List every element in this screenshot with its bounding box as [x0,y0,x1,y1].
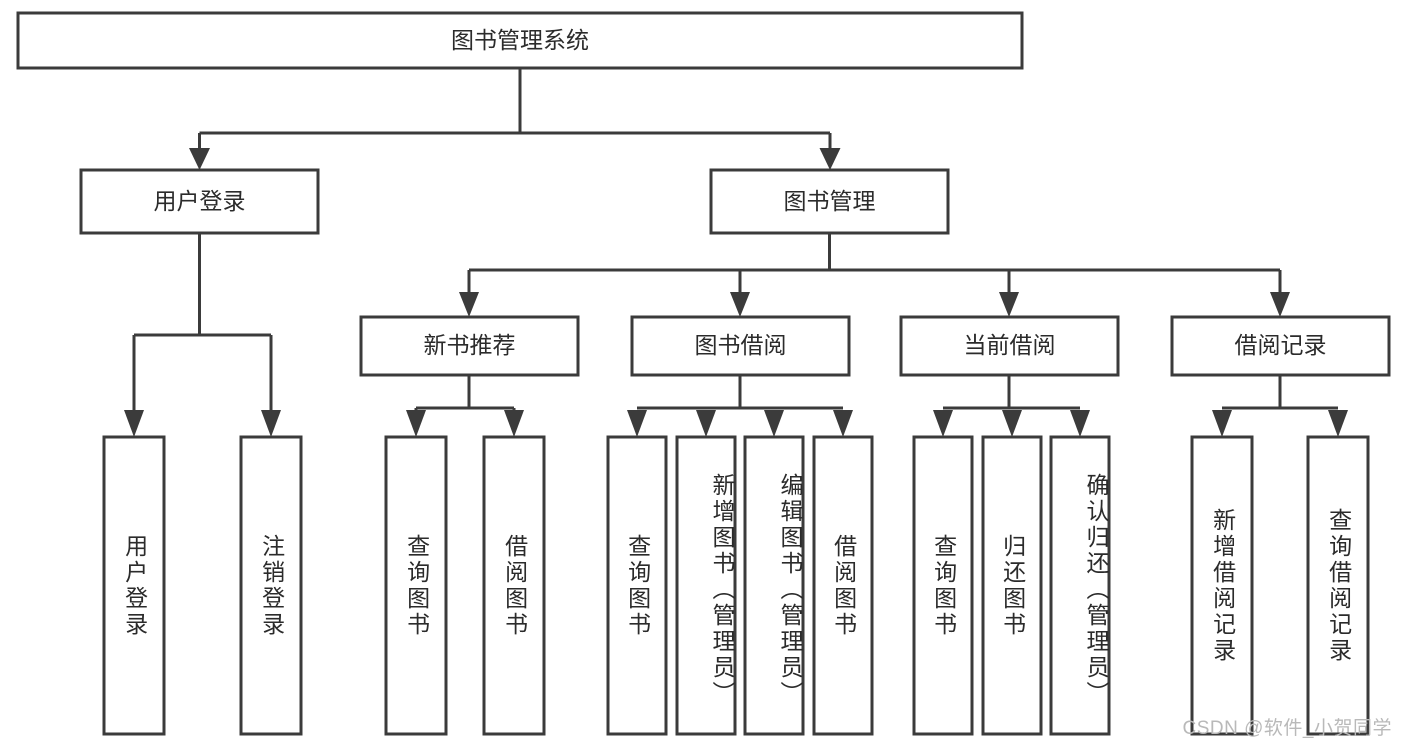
arrow-head-leaf-book-borrow-0 [627,410,647,437]
arrow-head-leaf-borrow-record-1 [1328,410,1348,437]
leaf-box-borrow-record-0[interactable] [1190,435,1254,736]
leaf-box-new-book-0[interactable] [384,435,448,736]
arrow-head-leaf-new-book-0 [406,410,426,437]
arrow-head-new-book-recommend [459,292,479,317]
arrow-head-book-management [819,148,841,170]
leaf-box-book-borrow-2[interactable] [743,435,805,736]
arrow-head-leaf-current-borrow-2 [1070,410,1090,437]
leaf-box-current-borrow-2[interactable] [1049,435,1111,736]
node-book-management-label: 图书管理 [784,188,876,214]
leaf-box-borrow-record-1[interactable] [1306,435,1370,736]
arrow-head-leaf-book-borrow-2 [764,410,784,437]
arrow-head-current-borrow [999,292,1019,317]
node-current-borrow-box[interactable] [899,315,1120,377]
arrow-head-borrow-record [1270,292,1290,317]
node-user-login-label: 用户登录 [154,188,246,214]
leaf-box-user-login-0[interactable] [102,435,166,736]
arrow-head-book-borrow [730,292,750,317]
arrow-head-leaf-current-borrow-0 [933,410,953,437]
leaf-box-book-borrow-3[interactable] [812,435,874,736]
leaf-box-user-login-1[interactable] [239,435,303,736]
node-user-login-box[interactable] [79,168,320,235]
node-new-book-recommend-box[interactable] [359,315,580,377]
watermark-label: CSDN @软件_小贺同学 [1182,718,1392,739]
leaf-box-book-borrow-0[interactable] [606,435,668,736]
leaf-box-current-borrow-0[interactable] [912,435,974,736]
arrow-head-leaf-new-book-1 [504,410,524,437]
arrow-head-leaf-user-login-1 [261,410,281,437]
node-borrow-record-label: 借阅记录 [1235,332,1327,358]
arrow-head-leaf-current-borrow-1 [1002,410,1022,437]
arrow-head-leaf-book-borrow-1 [696,410,716,437]
arrow-head-user-login [189,148,210,170]
node-root-label: 图书管理系统 [451,27,589,53]
node-new-book-recommend-label: 新书推荐 [424,332,516,358]
node-book-borrow-label: 图书借阅 [695,332,787,358]
leaf-box-book-borrow-1[interactable] [675,435,737,736]
arrow-head-leaf-borrow-record-0 [1212,410,1232,437]
node-current-borrow-label: 当前借阅 [964,332,1056,358]
leaf-box-current-borrow-1[interactable] [981,435,1043,736]
arrow-head-leaf-book-borrow-3 [833,410,853,437]
node-root-box[interactable] [16,11,1024,70]
leaf-box-new-book-1[interactable] [482,435,546,736]
arrow-head-leaf-user-login-0 [124,410,144,437]
